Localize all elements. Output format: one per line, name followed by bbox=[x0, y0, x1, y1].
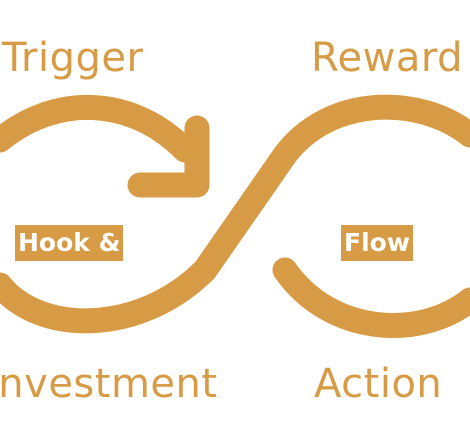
left-upper-arc bbox=[0, 94, 198, 163]
trigger-label: Trigger bbox=[2, 35, 144, 81]
arrow-head-icon bbox=[127, 115, 210, 198]
right-lower-arc bbox=[272, 257, 470, 338]
investment-label: Investment bbox=[0, 361, 218, 407]
left-lower-arc bbox=[0, 257, 218, 334]
action-label: Action bbox=[314, 361, 443, 407]
center-diagonal bbox=[192, 94, 470, 283]
hook-tag: Hook & bbox=[15, 225, 124, 261]
flow-tag: Flow bbox=[341, 225, 413, 261]
reward-label: Reward bbox=[311, 35, 463, 81]
